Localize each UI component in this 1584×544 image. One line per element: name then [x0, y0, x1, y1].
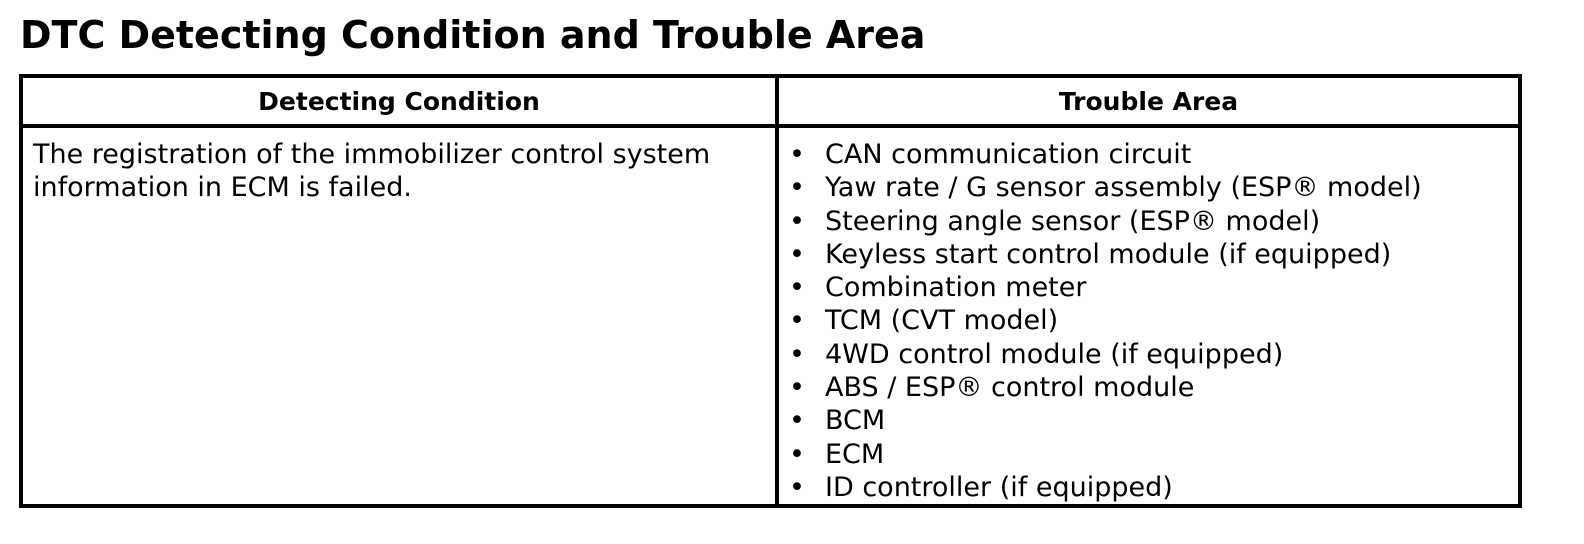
list-item-label: CAN communication circuit: [825, 139, 1192, 170]
list-item-label: Yaw rate / G sensor assembly (ESP® model…: [825, 172, 1422, 204]
bullet-icon: •: [789, 338, 805, 370]
list-item-label: TCM (CVT model): [825, 305, 1059, 337]
header-detecting-condition: Detecting Condition: [19, 74, 779, 128]
list-item-label: Keyless start control module (if equippe…: [825, 238, 1392, 270]
list-item: • ABS / ESP® control module: [787, 371, 1518, 404]
list-item: • Yaw rate / G sensor assembly (ESP® mode…: [787, 171, 1518, 204]
bullet-icon: •: [789, 139, 805, 170]
list-item: • ECM: [787, 438, 1518, 471]
bullet-icon: •: [789, 172, 805, 204]
list-item: • Steering angle sensor (ESP® model): [787, 205, 1518, 238]
list-item: • Keyless start control module (if equipp…: [787, 238, 1518, 271]
trouble-area-list: • CAN communication circuit • Yaw rate / G…: [779, 128, 1518, 504]
list-item: • TCM (CVT model): [787, 304, 1518, 337]
bullet-icon: •: [789, 438, 805, 470]
list-item: • CAN communication circuit: [787, 138, 1518, 171]
bullet-icon: •: [789, 405, 805, 437]
bullet-icon: •: [789, 305, 805, 337]
bullet-icon: •: [789, 205, 805, 237]
page-title: DTC Detecting Condition and Trouble Area: [20, 13, 926, 57]
trouble-area-cell: • CAN communication circuit • Yaw rate / G…: [775, 123, 1522, 509]
table-header-row: Detecting Condition Trouble Area: [19, 74, 1522, 128]
list-item-label: ECM: [825, 438, 885, 470]
dtc-table: Detecting Condition Trouble Area The reg…: [19, 74, 1522, 509]
table-row: The registration of the immobilizer cont…: [19, 123, 1522, 509]
list-item: • ID controller (if equipped): [787, 471, 1518, 504]
header-trouble-area: Trouble Area: [775, 74, 1522, 128]
bullet-icon: •: [789, 238, 805, 270]
list-item-label: Combination meter: [825, 272, 1087, 304]
list-item-label: Steering angle sensor (ESP® model): [825, 205, 1321, 237]
detecting-condition-text: The registration of the immobilizer cont…: [33, 139, 711, 204]
list-item-label: 4WD control module (if equipped): [825, 338, 1284, 370]
bullet-icon: •: [789, 272, 805, 304]
list-item: • 4WD control module (if equipped): [787, 338, 1518, 371]
bullet-icon: •: [789, 471, 805, 503]
bullet-icon: •: [789, 372, 805, 404]
detecting-condition-cell: The registration of the immobilizer cont…: [19, 123, 779, 509]
list-item-label: BCM: [825, 405, 886, 437]
list-item: • Combination meter: [787, 271, 1518, 304]
list-item-label: ABS / ESP® control module: [825, 372, 1195, 404]
list-item: • BCM: [787, 404, 1518, 437]
list-item-label: ID controller (if equipped): [825, 471, 1173, 503]
